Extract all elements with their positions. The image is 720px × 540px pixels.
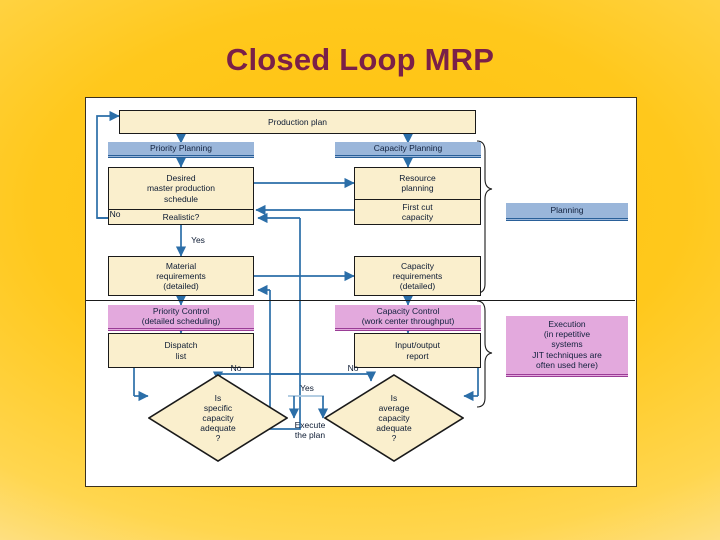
edge-label-no-io: No [347, 363, 359, 373]
diagram-stage: Production plan Priority Planning Capaci… [86, 98, 635, 485]
node-io-line2: report [406, 350, 429, 361]
node-capacity-req-line2: requirements [392, 270, 443, 281]
node-capacity-requirements-body: Capacity requirements (detailed) [355, 258, 480, 294]
bar-capacity-control[interactable]: Capacity Control (work center throughput… [335, 305, 481, 332]
node-io-line1: Input/output [395, 340, 440, 351]
page-title: Closed Loop MRP [225, 42, 495, 77]
node-mps-body: Desired master production schedule [109, 168, 253, 209]
connector-layer [96, 110, 493, 430]
execution-brace [476, 300, 493, 408]
edge-label-no-left-loop: No [109, 209, 121, 219]
decision-specific-line4: adequate [200, 423, 236, 433]
legend-execution-line2: (in repetitive [543, 329, 591, 340]
node-first-cut-capacity: First cut capacity [355, 198, 480, 224]
node-input-output-report-body: Input/output report [355, 337, 480, 363]
edge-label-execute-line1: Execute [294, 420, 326, 430]
bar-capacity-control-line2: (work center throughput) [361, 316, 455, 327]
node-mps-line1: Desired [166, 173, 196, 184]
node-capacity-requirements[interactable]: Capacity requirements (detailed) [354, 256, 481, 296]
node-first-cut-line1: First cut [402, 201, 433, 212]
decision-average-capacity-shape [324, 374, 464, 462]
decision-average-line5: ? [391, 433, 397, 444]
node-resource-planning-line1: Resource [399, 173, 436, 184]
node-material-req-line1: Material [165, 260, 197, 271]
node-material-requirements-body: Material requirements (detailed) [109, 258, 253, 294]
decision-average-capacity-label: Is average capacity adequate ? [324, 374, 464, 462]
diagram-panel: Production plan Priority Planning Capaci… [85, 97, 637, 487]
legend-execution[interactable]: Execution (in repetitive systems JIT tec… [506, 316, 628, 377]
decision-specific-line1: Is [214, 392, 222, 403]
node-dispatch-line2: list [175, 350, 187, 361]
legend-planning-label: Planning [550, 205, 584, 215]
node-dispatch-line1: Dispatch [164, 340, 198, 351]
bar-capacity-planning[interactable]: Capacity Planning [335, 142, 481, 159]
decision-average-line1: Is [390, 392, 398, 403]
node-resource-planning-line2: planning [401, 183, 434, 194]
edge-label-execute-line2: the plan [294, 430, 326, 441]
legend-execution-line3: systems [551, 339, 583, 350]
node-dispatch-list-body: Dispatch list [109, 337, 253, 363]
node-material-requirements[interactable]: Material requirements (detailed) [108, 256, 254, 296]
decision-specific-line2: specific [203, 402, 233, 413]
decision-specific-line5: ? [215, 433, 221, 444]
bar-priority-control-line2: (detailed scheduling) [141, 316, 221, 327]
node-capacity-req-line1: Capacity [400, 260, 435, 271]
node-production-plan-label: Production plan [267, 116, 328, 127]
node-capacity-req-line3: (detailed) [399, 281, 436, 291]
edge-label-yes-execute: Yes [300, 383, 314, 393]
decision-specific-line3: capacity [202, 412, 234, 423]
bar-priority-control-line1: Priority Control [152, 306, 210, 316]
decision-specific-capacity[interactable]: Is specific capacity adequate ? [148, 374, 288, 462]
bar-capacity-planning-label: Capacity Planning [373, 143, 443, 153]
edge-label-yes-mps: Yes [191, 235, 205, 245]
node-resource-planning[interactable]: Resource planning First cut capacity [354, 167, 481, 225]
node-mps-decision: Realistic? [109, 208, 253, 224]
legend-execution-line1: Execution [548, 319, 586, 329]
bar-capacity-control-line1: Capacity Control [376, 306, 440, 316]
node-input-output-report[interactable]: Input/output report [354, 333, 481, 368]
decision-specific-capacity-shape [148, 374, 288, 462]
bar-priority-planning[interactable]: Priority Planning [108, 142, 254, 159]
decision-average-line4: adequate [376, 423, 412, 433]
legend-execution-line4: JIT techniques are [532, 349, 602, 360]
node-production-plan[interactable]: Production plan [119, 110, 476, 134]
edge-label-execute-the-plan: Execute the plan [272, 420, 348, 440]
node-mps-line2: master production [146, 183, 216, 194]
node-dispatch-list[interactable]: Dispatch list [108, 333, 254, 368]
bar-priority-control[interactable]: Priority Control (detailed scheduling) [108, 305, 254, 332]
node-first-cut-line2: capacity [401, 211, 434, 222]
node-mps-line3: schedule [163, 193, 199, 204]
node-resource-planning-body: Resource planning [355, 168, 480, 199]
node-material-req-line2: requirements [156, 270, 206, 281]
planning-execution-divider [86, 300, 635, 302]
node-material-req-line3: (detailed) [163, 281, 199, 291]
decision-average-line2: average [378, 402, 410, 413]
decision-average-line3: capacity [378, 412, 410, 423]
edge-label-no-dispatch: No [230, 363, 242, 373]
legend-execution-line5: often used here) [536, 359, 598, 370]
bar-priority-planning-label: Priority Planning [150, 143, 212, 153]
decision-average-capacity[interactable]: Is average capacity adequate ? [324, 374, 464, 462]
node-master-production-schedule[interactable]: Desired master production schedule Reali… [108, 167, 254, 225]
legend-planning[interactable]: Planning [506, 203, 628, 221]
decision-specific-capacity-label: Is specific capacity adequate ? [148, 374, 288, 462]
planning-brace [476, 140, 493, 294]
